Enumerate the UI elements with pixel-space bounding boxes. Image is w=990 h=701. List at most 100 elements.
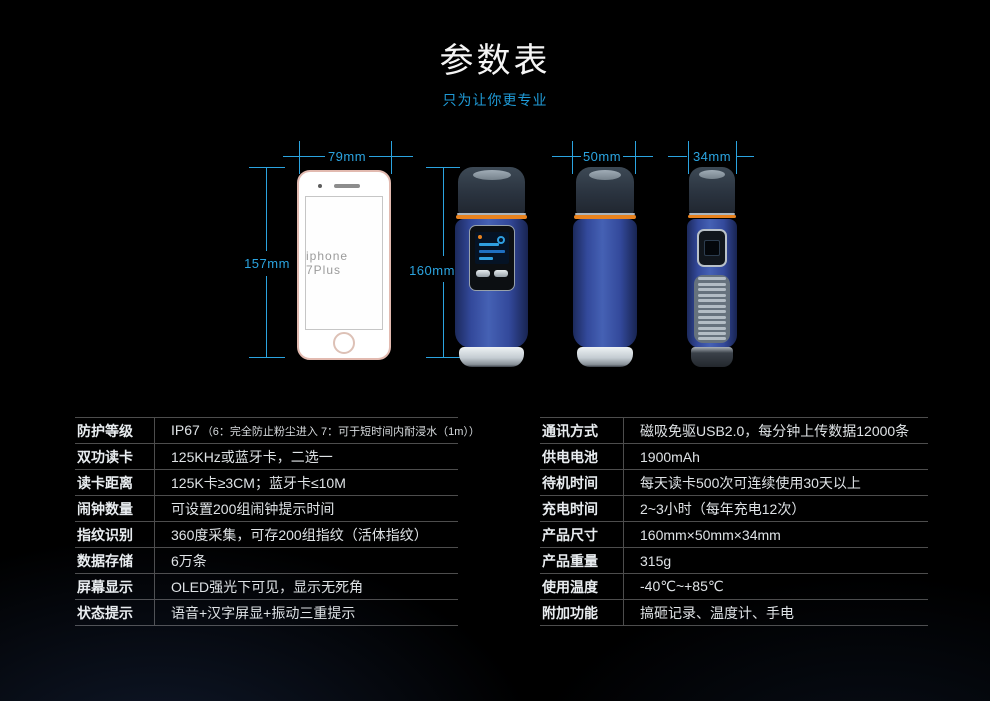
spec-label: 指纹识别	[75, 522, 155, 547]
device-cap	[458, 167, 525, 215]
device-left-button	[475, 270, 490, 277]
spec-table-right: 通讯方式 磁吸免驱USB2.0，每分钟上传数据12000条 供电电池 1900m…	[540, 417, 928, 626]
spec-value: -40℃~+85℃	[640, 578, 724, 594]
dim-line	[443, 167, 444, 256]
phone-speaker	[334, 184, 360, 188]
spec-label: 使用温度	[540, 574, 624, 599]
spec-value: 可设置200组闹钟提示时间	[171, 500, 335, 517]
table-row: 充电时间 2~3小时（每年充电12次）	[540, 496, 928, 522]
spec-value: 315g	[640, 552, 672, 569]
device-right-button	[493, 270, 508, 277]
oled-text-line	[478, 243, 499, 246]
table-row: 供电电池 1900mAh	[540, 444, 928, 470]
device-cap-button	[472, 170, 511, 180]
device-seam	[689, 213, 735, 215]
dim-label-160mm: 160mm	[409, 263, 455, 278]
dim-line	[266, 276, 267, 358]
spec-label: 充电时间	[540, 496, 624, 521]
spec-label: 数据存储	[75, 548, 155, 573]
fingerprint-window	[704, 240, 720, 256]
device-orange-band	[456, 215, 527, 219]
spec-label: 读卡距离	[75, 470, 155, 495]
spec-value: 125KHz或蓝牙卡，二选一	[171, 448, 333, 465]
device-display-module	[468, 225, 515, 291]
device-cap-button	[589, 170, 621, 180]
table-row: 指纹识别 360度采集，可存200组指纹（活体指纹）	[75, 522, 458, 548]
oled-text-line	[478, 250, 505, 253]
spec-value: 160mm×50mm×34mm	[640, 526, 781, 543]
table-row: 通讯方式 磁吸免驱USB2.0，每分钟上传数据12000条	[540, 418, 928, 444]
table-row: 数据存储 6万条	[75, 548, 458, 574]
dim-line	[668, 156, 687, 157]
device-buttons	[470, 264, 514, 277]
table-row: 待机时间 每天读卡500次可连续使用30天以上	[540, 470, 928, 496]
spec-label: 供电电池	[540, 444, 624, 469]
grip-ribs	[694, 275, 730, 343]
dim-tick	[572, 141, 573, 174]
spec-label: 闹钟数量	[75, 496, 155, 521]
spec-value: 2~3小时（每年充电12次）	[640, 500, 806, 517]
iphone-outline: iphone 7Plus	[297, 170, 391, 360]
device-base	[577, 347, 633, 367]
spec-note: （6：完全防止粉尘进入 7：可于短时间内耐浸水（1m））	[201, 426, 480, 438]
phone-home-button	[333, 332, 355, 354]
dim-tick	[299, 141, 300, 174]
phone-model-label: iphone 7Plus	[306, 249, 349, 277]
dim-label-79mm: 79mm	[327, 149, 367, 164]
phone-screen: iphone 7Plus	[305, 196, 383, 330]
device-seam	[575, 213, 635, 215]
dim-tick	[736, 141, 737, 174]
dim-tick	[688, 141, 689, 174]
dim-tick	[391, 141, 392, 174]
spec-value: 每天读卡500次可连续使用30天以上	[640, 474, 861, 491]
table-row: 屏幕显示 OLED强光下可见，显示无死角	[75, 574, 458, 600]
spec-value: 搞砸记录、温度计、手电	[640, 604, 794, 621]
oled-text-line	[478, 257, 493, 260]
dim-line	[443, 282, 444, 358]
phone-camera-dot	[318, 184, 322, 188]
table-row: 闹钟数量 可设置200组闹钟提示时间	[75, 496, 458, 522]
device-base	[691, 347, 733, 367]
device-front-view	[455, 167, 528, 367]
spec-value: 6万条	[171, 552, 207, 569]
dim-line	[283, 156, 325, 157]
page-title: 参数表	[439, 42, 551, 80]
table-row: 产品尺寸 160mm×50mm×34mm	[540, 522, 928, 548]
dim-line	[737, 156, 754, 157]
dim-tick	[249, 357, 285, 358]
spec-value: 125K卡≥3CM；蓝牙卡≤10M	[171, 474, 346, 491]
device-orange-band	[574, 215, 636, 219]
spec-label: 双功读卡	[75, 444, 155, 469]
spec-value: OLED强光下可见，显示无死角	[171, 578, 364, 595]
spec-table-left: 防护等级 IP67（6：完全防止粉尘进入 7：可于短时间内耐浸水（1m）） 双功…	[75, 417, 480, 626]
spec-label: 状态提示	[75, 600, 155, 625]
spec-value: 1900mAh	[640, 448, 700, 465]
table-row: 产品重量 315g	[540, 548, 928, 574]
spec-label: 产品重量	[540, 548, 624, 573]
dim-tick	[249, 167, 285, 168]
spec-label: 通讯方式	[540, 418, 624, 443]
spec-value: 磁吸免驱USB2.0，每分钟上传数据12000条	[640, 422, 910, 439]
device-body	[573, 219, 637, 348]
device-cap	[576, 167, 634, 215]
page-subtitle: 只为让你更专业	[442, 92, 548, 108]
table-row: 附加功能 搞砸记录、温度计、手电	[540, 600, 928, 626]
dim-label-50mm: 50mm	[582, 149, 622, 164]
dim-label-34mm: 34mm	[692, 149, 732, 164]
device-orange-band	[688, 215, 736, 218]
dim-line	[552, 156, 581, 157]
spec-label: 屏幕显示	[75, 574, 155, 599]
spec-label: 产品尺寸	[540, 522, 624, 547]
oled-icon	[496, 236, 505, 244]
spec-label: 待机时间	[540, 470, 624, 495]
fingerprint-sensor	[697, 229, 727, 267]
oled-screen	[474, 232, 509, 264]
device-cap	[689, 167, 735, 215]
table-row: 防护等级 IP67（6：完全防止粉尘进入 7：可于短时间内耐浸水（1m））	[75, 418, 480, 444]
device-side-view	[573, 167, 637, 367]
table-row: 使用温度 -40℃~+85℃	[540, 574, 928, 600]
spec-value: 360度采集，可存200组指纹（活体指纹）	[171, 526, 428, 543]
device-cap-button	[699, 170, 725, 179]
dim-tick	[635, 141, 636, 174]
